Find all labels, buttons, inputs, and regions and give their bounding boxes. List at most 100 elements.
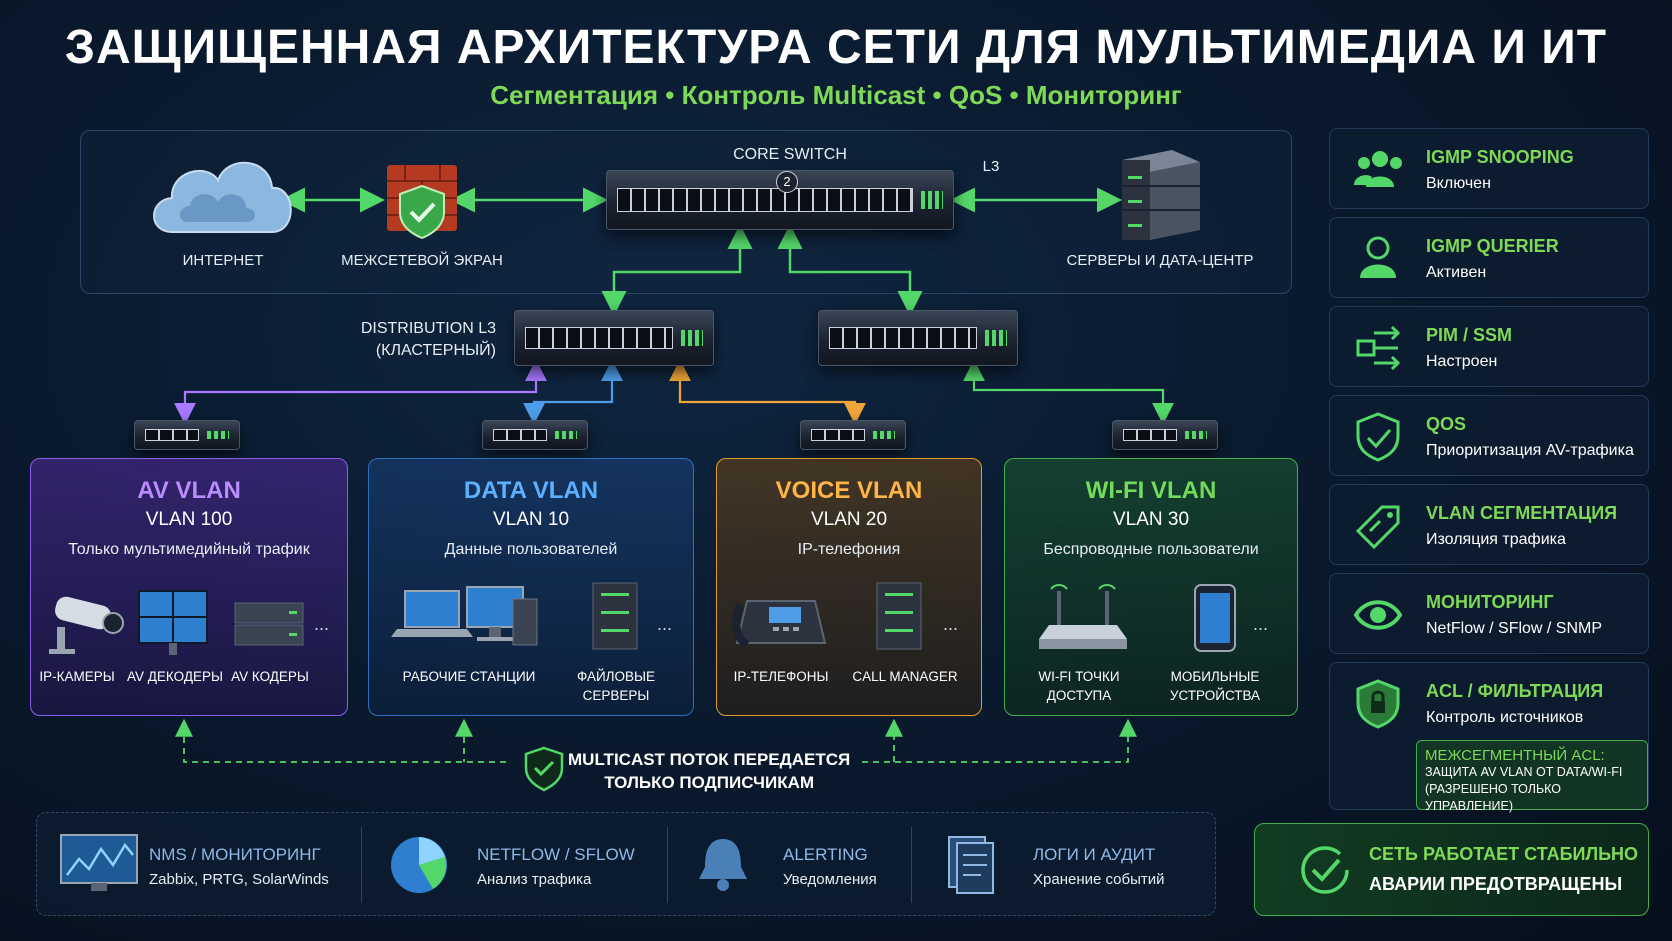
tool-logs-desc: Хранение событий <box>1033 871 1165 888</box>
feature-desc: NetFlow / SFlow / SNMP <box>1426 620 1603 637</box>
firewall-label: МЕЖСЕТЕВОЙ ЭКРАН <box>341 252 503 269</box>
routing-arrows-icon <box>1356 325 1401 371</box>
tool-alerting-desc: Уведомления <box>783 871 877 888</box>
vlan-data-desc: Данные пользователей <box>444 541 618 558</box>
link-dist-data <box>523 359 623 425</box>
tool-alerting[interactable]: ALERTING Уведомления <box>693 835 923 895</box>
vlan-wifi-id: VLAN 30 <box>1112 509 1190 530</box>
feature-igmp-snooping[interactable]: IGMP SNOOPING Включен <box>1329 128 1649 209</box>
core-stack-badge: 2 <box>776 171 798 193</box>
page-subtitle: Сегментация • Контроль Multicast • QoS •… <box>490 80 1182 110</box>
multicast-path-left <box>175 718 510 763</box>
distribution-switch-right[interactable] <box>818 310 1018 366</box>
tool-nms[interactable]: NMS / МОНИТОРИНГ Zabbix, PRTG, SolarWind… <box>59 834 359 895</box>
device-label-file-servers: ФАЙЛОВЫЕ СЕРВЕРЫ <box>577 669 655 703</box>
vlan-data-id: VLAN 10 <box>492 509 570 530</box>
tag-icon <box>1355 505 1400 550</box>
feature-desc: Приоритизация AV-трафика <box>1426 442 1634 459</box>
workstations-icon <box>391 586 538 646</box>
feature-qos[interactable]: QOS Приоритизация AV-трафика <box>1329 395 1649 476</box>
vlan-voice-box: VOICE VLAN VLAN 20 IP-телефония ... IP-Т… <box>716 458 982 716</box>
internet-label: ИНТЕРНЕТ <box>182 252 264 269</box>
network-status-panel: СЕТЬ РАБОТАЕТ СТАБИЛЬНО АВАРИИ ПРЕДОТВРА… <box>1254 823 1649 916</box>
distribution-label-line2: (КЛАСТЕРНЫЙ) <box>375 342 496 359</box>
access-switch-av[interactable] <box>134 420 240 450</box>
device-label-mobile: МОБИЛЬНЫЕ УСТРОЙСТВА <box>1169 669 1261 703</box>
tool-netflow-desc: Анализ трафика <box>477 871 592 888</box>
access-switch-wifi[interactable] <box>1112 420 1218 450</box>
tools-divider <box>667 827 668 903</box>
monitor-chart-icon <box>60 834 138 891</box>
acl-note: МЕЖСЕГМЕНТНЫЙ ACL: ЗАЩИТА AV VLAN ОТ DAT… <box>1416 740 1648 813</box>
feature-monitoring[interactable]: МОНИТОРИНГ NetFlow / SFlow / SNMP <box>1329 573 1649 654</box>
distribution-switch-left[interactable] <box>514 310 714 366</box>
access-switch-data[interactable] <box>482 420 588 450</box>
link-core-dist-right <box>777 224 923 316</box>
pie-chart-icon <box>391 837 447 893</box>
access-switch-voice[interactable] <box>800 420 906 450</box>
av-decoder-icon <box>138 590 208 655</box>
status-line2: АВАРИИ ПРЕДОТВРАЩЕНЫ <box>1369 874 1623 894</box>
device-label-av-encoders: AV КОДЕРЫ <box>231 669 309 684</box>
vlan-av-name: AV VLAN <box>137 477 241 504</box>
core-switch-label: CORE SWITCH <box>733 146 847 163</box>
device-label-call-manager: CALL MANAGER <box>852 669 958 684</box>
status-line1: СЕТЬ РАБОТАЕТ СТАБИЛЬНО <box>1369 844 1639 864</box>
tools-divider <box>361 827 362 903</box>
feature-desc: Активен <box>1426 264 1487 281</box>
tool-nms-name: NMS / МОНИТОРИНГ <box>149 845 321 864</box>
tool-logs[interactable]: ЛОГИ И АУДИТ Хранение событий <box>943 835 1203 895</box>
tool-netflow[interactable]: NETFLOW / SFLOW Анализ трафика <box>387 835 657 895</box>
feature-desc: Изоляция трафика <box>1426 531 1566 548</box>
ip-camera-icon <box>49 596 124 654</box>
feature-name: VLAN СЕГМЕНТАЦИЯ <box>1426 503 1618 523</box>
device-label-workstations: РАБОЧИЕ СТАНЦИИ <box>402 669 536 684</box>
users-group-icon <box>1354 151 1402 187</box>
link-core-dist-left <box>601 224 753 316</box>
feature-pim-ssm[interactable]: PIM / SSM Настроен <box>1329 306 1649 387</box>
acl-note-line1: ЗАЩИТА AV VLAN ОТ DATA/WI-FI <box>1425 765 1623 779</box>
shield-lock-icon <box>1356 679 1400 729</box>
eye-icon <box>1353 600 1403 630</box>
ip-phone-icon <box>732 600 827 649</box>
vlan-wifi-name: WI-FI VLAN <box>1085 477 1217 504</box>
device-label-ip-cameras: IP-КАМЕРЫ <box>39 669 115 684</box>
feature-name: PIM / SSM <box>1426 325 1513 345</box>
feature-name: IGMP QUERIER <box>1426 236 1559 256</box>
multicast-path-right <box>862 718 1137 763</box>
feature-name: IGMP SNOOPING <box>1426 147 1574 167</box>
multicast-note-line2: ТОЛЬКО ПОДПИСЧИКАМ <box>604 773 815 792</box>
shield-gauge-icon <box>1356 412 1400 462</box>
multicast-note-line1: MULTICAST ПОТОК ПЕРЕДАЕТСЯ <box>568 750 851 769</box>
av-encoder-icon <box>234 602 304 646</box>
feature-desc: Включен <box>1426 175 1491 192</box>
vlan-av-box: AV VLAN VLAN 100 Только мультимедийный т… <box>30 458 348 716</box>
vlan-wifi-box: WI-FI VLAN VLAN 30 Беспроводные пользова… <box>1004 458 1298 716</box>
device-label-av-decoders: AV ДЕКОДЕРЫ <box>127 669 223 684</box>
document-log-icon <box>948 836 994 894</box>
feature-name: МОНИТОРИНГ <box>1426 592 1554 612</box>
vlan-data-more: ... <box>657 614 673 634</box>
feature-vlan-segmentation[interactable]: VLAN СЕГМЕНТАЦИЯ Изоляция трафика <box>1329 484 1649 565</box>
feature-igmp-querier[interactable]: IGMP QUERIER Активен <box>1329 217 1649 298</box>
distribution-label: DISTRIBUTION L3 (КЛАСТЕРНЫЙ) <box>356 318 496 362</box>
multicast-note: MULTICAST ПОТОК ПЕРЕДАЕТСЯ ТОЛЬКО ПОДПИС… <box>568 748 850 794</box>
distribution-label-line1: DISTRIBUTION L3 <box>360 320 496 337</box>
mobile-device-icon <box>1194 584 1236 652</box>
tool-netflow-name: NETFLOW / SFLOW <box>477 845 635 864</box>
wifi-access-point-icon <box>1039 584 1127 649</box>
feature-name: ACL / ФИЛЬТРАЦИЯ <box>1426 681 1604 701</box>
vlan-wifi-desc: Беспроводные пользователи <box>1043 541 1259 558</box>
device-label-ip-phones: IP-ТЕЛЕФОНЫ <box>733 669 829 684</box>
tool-alerting-name: ALERTING <box>783 845 868 864</box>
servers-label: СЕРВЕРЫ И ДАТА-ЦЕНТР <box>1066 252 1254 269</box>
bell-icon <box>699 839 747 891</box>
vlan-voice-id: VLAN 20 <box>810 509 888 530</box>
feature-desc: Настроен <box>1426 353 1498 370</box>
file-servers-icon <box>592 582 638 650</box>
